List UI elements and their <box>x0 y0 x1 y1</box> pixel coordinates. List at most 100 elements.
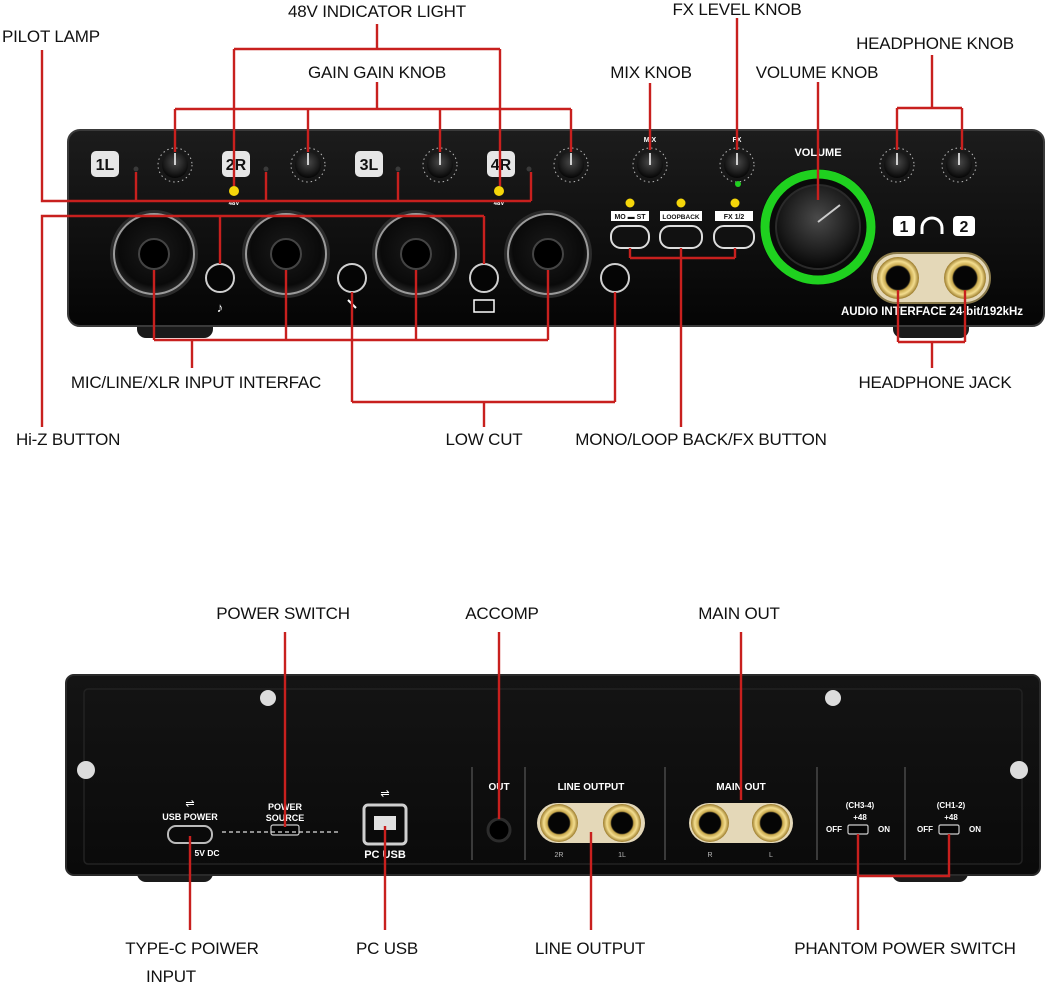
usb-power-label: USB POWER <box>162 812 218 822</box>
accomp-out-jack[interactable] <box>486 817 512 843</box>
xlr-combo-inputs <box>110 210 592 298</box>
phantom-ch34-off: OFF <box>826 825 842 834</box>
mono-button[interactable] <box>610 225 650 249</box>
led-mono <box>625 198 635 208</box>
gain-knob-1-scale <box>157 147 193 183</box>
fx-knob-scale <box>719 147 755 183</box>
line-jack-2r-label: 2R <box>555 852 564 859</box>
loopback-button[interactable] <box>659 225 703 249</box>
headphone-knob-2-scale <box>941 147 977 183</box>
loopback-label-box <box>660 211 702 221</box>
callout-typec-line1: TYPE-C POIWER <box>125 939 258 958</box>
guitar-icon: ♪ <box>217 300 224 315</box>
callout-phantom-switch: PHANTOM POWER SWITCH <box>794 939 1015 958</box>
fx-button-label: FX 1/2 <box>724 214 745 221</box>
callout-hiz-button: Hi-Z BUTTON <box>16 430 120 449</box>
main-out-jack-r-hole <box>700 813 720 833</box>
callout-main-out: MAIN OUT <box>698 604 780 623</box>
screw-1 <box>260 690 276 706</box>
callout-labels: 48V INDICATOR LIGHT FX LEVEL KNOB PILOT … <box>2 0 1016 986</box>
phantom-switch-ch12[interactable] <box>938 824 960 835</box>
phantom-ch12-value: +48 <box>944 813 958 822</box>
pilot-lamp-1 <box>133 166 139 172</box>
line-output-label: LINE OUTPUT <box>558 782 625 793</box>
gain-knob-2-scale <box>290 147 326 183</box>
phantom-ch34-on: ON <box>878 825 890 834</box>
hp-number-1: 1 <box>900 219 909 236</box>
led-48v-ch34 <box>494 186 504 196</box>
loopback-label: LOOPBACK <box>662 214 700 221</box>
gain-knob-3-scale <box>422 147 458 183</box>
led-48v-ch12 <box>229 186 239 196</box>
leader-phantom-switch <box>856 834 951 930</box>
main-out-jack-l-hole <box>761 813 781 833</box>
callout-gain-knob: GAIN GAIN KNOB <box>308 63 446 82</box>
led-48v-ch12-label: 48V <box>229 201 240 207</box>
leader-gain-knob <box>173 82 573 152</box>
phantom-ch12-on: ON <box>969 825 981 834</box>
phantom-ch34-label: (CH3-4) <box>846 801 875 810</box>
led-fx <box>730 198 740 208</box>
main-jack-l-label: L <box>769 852 773 859</box>
pc-usb-port-inner <box>374 816 396 830</box>
hiz-button-ch1[interactable] <box>205 263 235 293</box>
callout-headphone-jack: HEADPHONE JACK <box>858 373 1012 392</box>
headphone-jack-1-hole <box>887 267 909 289</box>
leader-pilot-lamp <box>40 50 533 203</box>
pilot-lamp-2 <box>263 166 269 172</box>
led-48v-ch34-label: 48V <box>494 201 505 207</box>
lowcut-button-ch2[interactable] <box>337 263 367 293</box>
keyboard-icon <box>473 299 495 313</box>
brand-text: AUDIO INTERFACE 24-bit/192kHz <box>841 306 1023 318</box>
badge-2r-text: 2R <box>226 157 247 174</box>
leader-48v <box>232 24 502 186</box>
phantom-ch34-value: +48 <box>853 813 867 822</box>
pilot-lamp-4 <box>526 166 532 172</box>
headphone-jack-2-hole <box>954 267 976 289</box>
line-jack-1l-label: 1L <box>618 852 626 859</box>
rear-chassis <box>65 674 1041 876</box>
screw-2 <box>825 690 841 706</box>
hp-number-1-box <box>893 216 915 236</box>
callout-pc-usb: PC USB <box>356 939 418 958</box>
hp-number-2-box <box>953 216 975 236</box>
xlr-1-jack <box>138 238 170 270</box>
lowcut-button-ch4[interactable] <box>600 263 630 293</box>
callout-headphone-knob: HEADPHONE KNOB <box>856 34 1014 53</box>
callout-low-cut: LOW CUT <box>446 430 523 449</box>
leader-hiz-button <box>40 214 486 427</box>
xlr-2-jack <box>270 238 302 270</box>
rear-panel: ⇌ USB POWER 5V DC POWER SOURCE ⇌ PC USB … <box>65 674 1041 882</box>
leader-lines <box>40 18 967 930</box>
callout-line-output: LINE OUTPUT <box>535 939 645 958</box>
line-output-jack-1l-hole <box>612 813 632 833</box>
badge-3l-text: 3L <box>360 157 379 174</box>
usb-icon-1: ⇌ <box>185 798 194 810</box>
hp-number-2: 2 <box>960 219 969 236</box>
screw-3 <box>77 761 95 779</box>
fx-button[interactable] <box>713 225 755 249</box>
mono-label: MO ▬ ST <box>614 214 646 221</box>
callout-pilot-lamp: PILOT LAMP <box>2 27 100 46</box>
line-output-jack-2r-hole <box>549 813 569 833</box>
callout-mic-line-xlr: MIC/LINE/XLR INPUT INTERFAC <box>71 373 321 392</box>
front-panel: 1L 2R 3L 4R 48V 48V <box>67 129 1045 338</box>
volume-knob-pointer <box>817 204 841 223</box>
headphone-icon <box>920 216 944 234</box>
badge-3l <box>355 151 383 177</box>
badge-1l-text: 1L <box>96 157 115 174</box>
callout-mix-knob: MIX KNOB <box>610 63 692 82</box>
usb-icon-2: ⇌ <box>380 788 389 800</box>
hiz-button-ch3[interactable] <box>469 263 499 293</box>
gain-knob-4-scale <box>553 147 589 183</box>
screw-4 <box>1010 761 1028 779</box>
phantom-ch12-off: OFF <box>917 825 933 834</box>
leader-mode-buttons <box>628 248 737 427</box>
fx-button-label-box <box>715 211 753 221</box>
mono-label-box <box>611 211 649 221</box>
leader-headphone-knob <box>895 55 964 150</box>
phantom-switch-ch34[interactable] <box>847 824 869 835</box>
led-loopback <box>676 198 686 208</box>
badge-1l <box>91 151 119 177</box>
